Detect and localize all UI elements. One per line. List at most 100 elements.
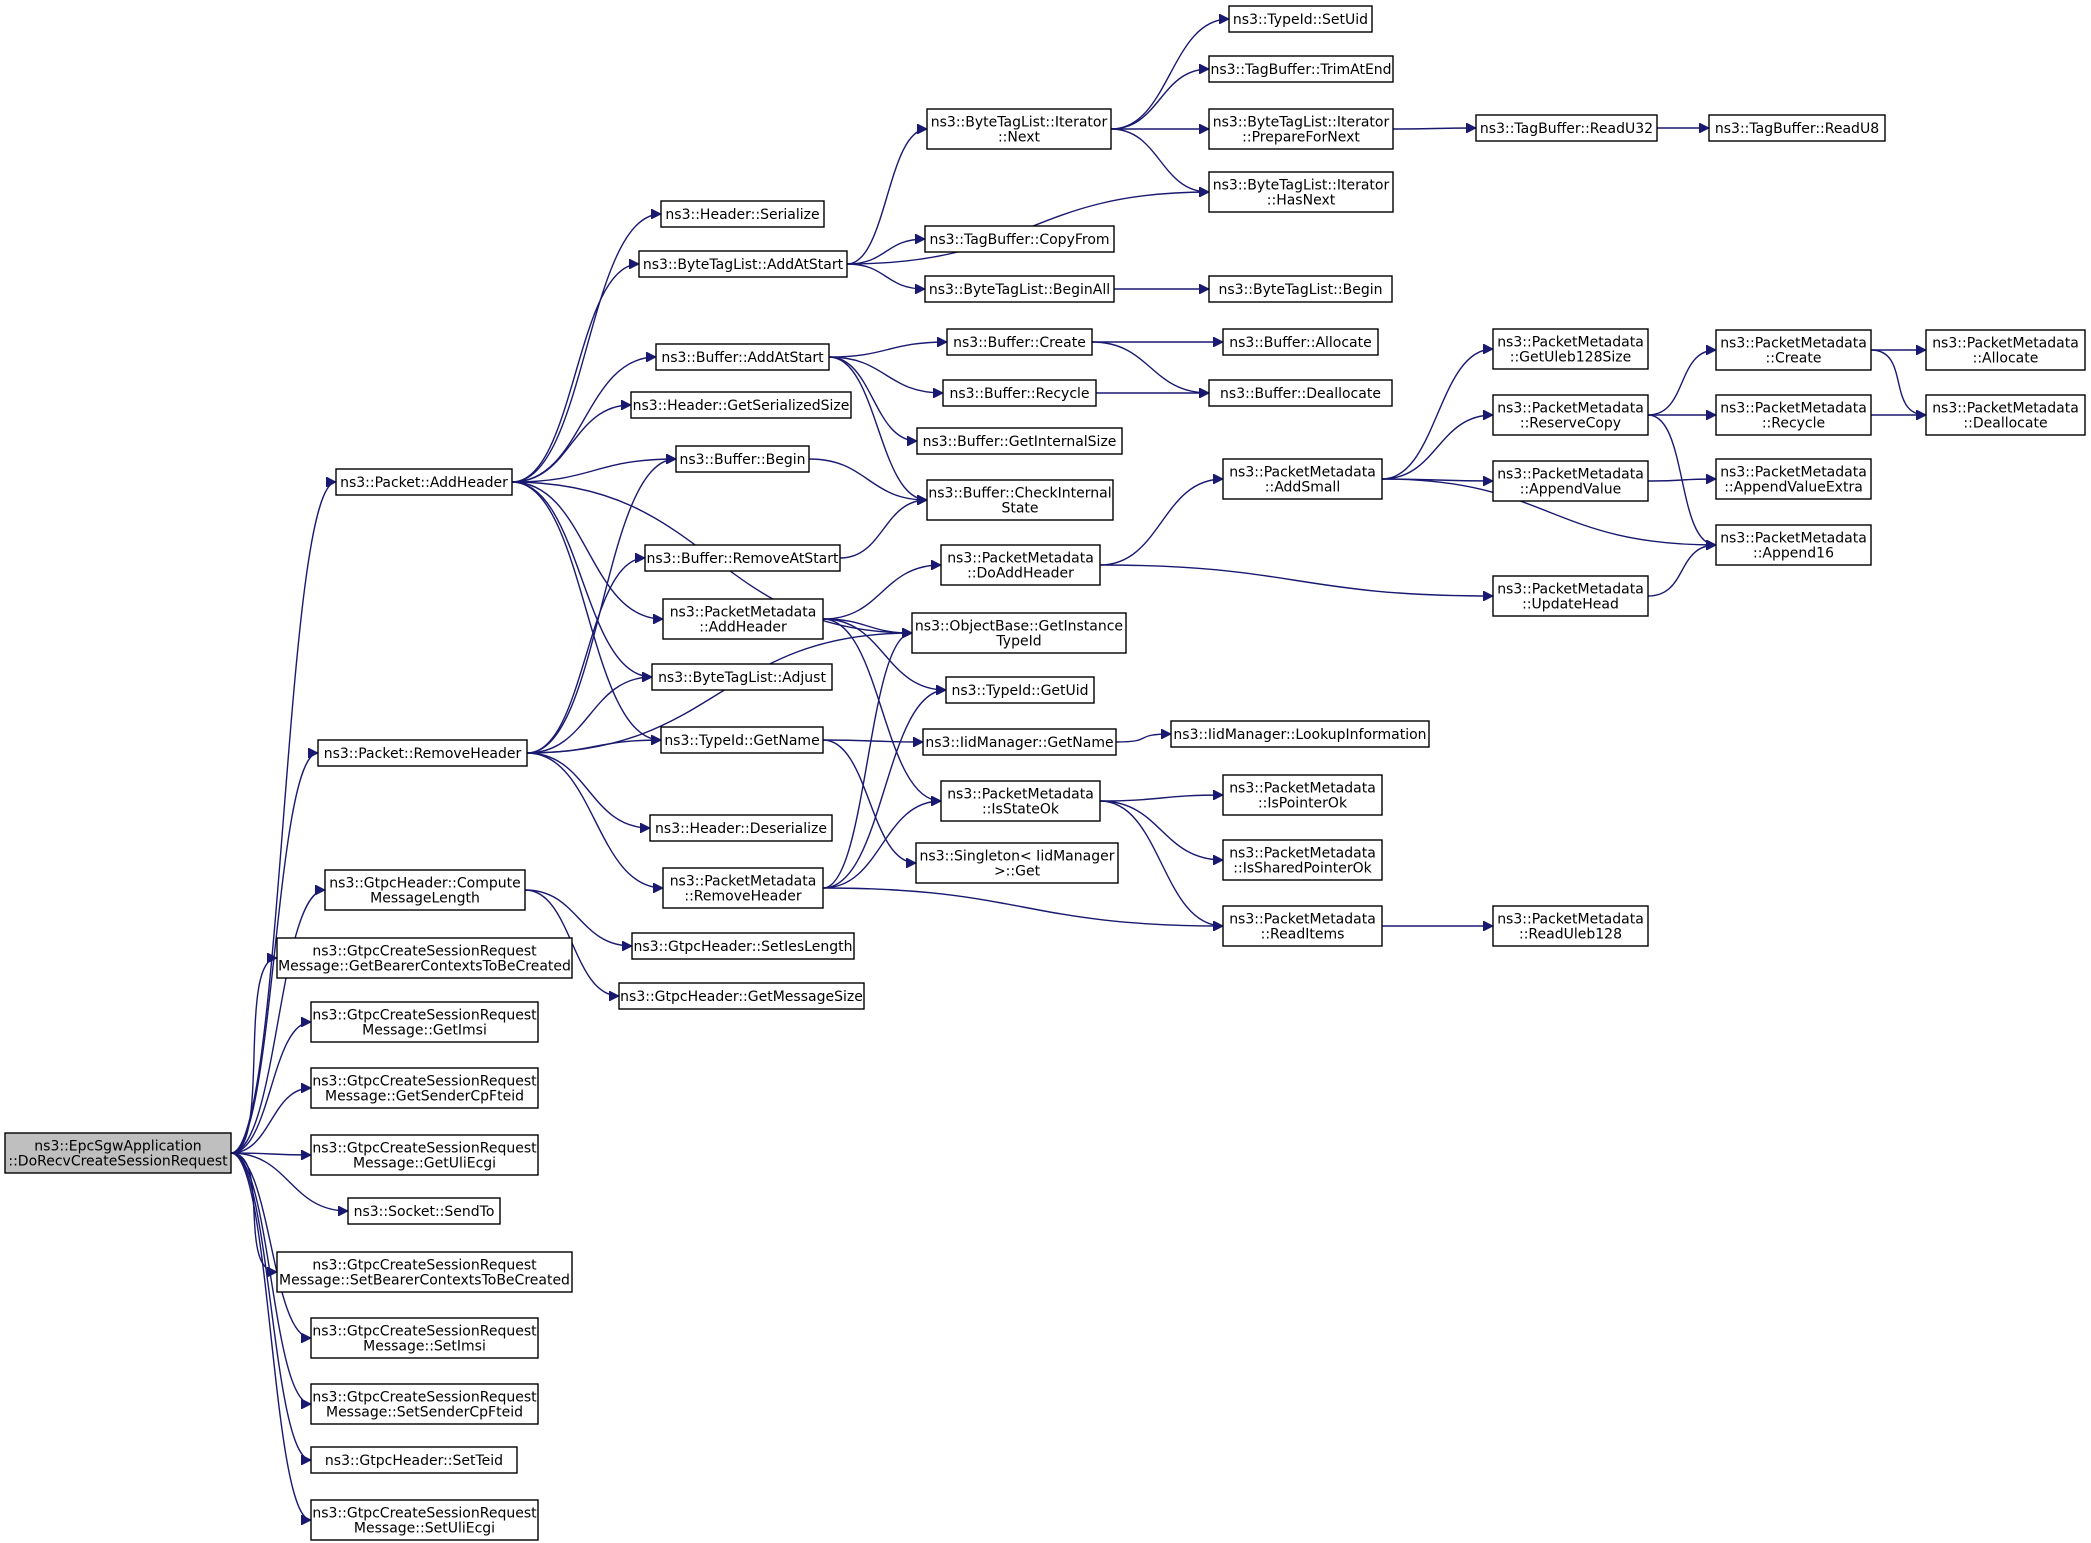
- node-buf-deallocate[interactable]: ns3::Buffer::Deallocate: [1208, 379, 1393, 407]
- node-label-line: ns3::ByteTagList::Adjust: [658, 670, 826, 686]
- node-label-line: ns3::ByteTagList::Iterator: [931, 115, 1108, 131]
- node-label-line: ns3::PacketMetadata: [1932, 401, 2079, 417]
- node-iid-lookup[interactable]: ns3::IidManager::LookupInformation: [1170, 720, 1430, 748]
- node-typeid-getuid[interactable]: ns3::TypeId::GetUid: [945, 676, 1095, 704]
- node-socket-sendto[interactable]: ns3::Socket::SendTo: [347, 1197, 501, 1225]
- node-box: [1208, 171, 1394, 213]
- node-hdr-deserialize[interactable]: ns3::Header::Deserialize: [649, 814, 833, 842]
- node-box: [915, 842, 1119, 884]
- node-hdr-getsersize[interactable]: ns3::Header::GetSerializedSize: [630, 391, 852, 419]
- node-pm-recycle[interactable]: ns3::PacketMetadata::Recycle: [1715, 394, 1872, 436]
- node-btl-beginall[interactable]: ns3::ByteTagList::BeginAll: [924, 275, 1115, 303]
- node-typeid-setuid[interactable]: ns3::TypeId::SetUid: [1228, 5, 1373, 33]
- node-get-sender[interactable]: ns3::GtpcCreateSessionRequestMessage::Ge…: [310, 1067, 539, 1109]
- node-get-bearer[interactable]: ns3::GtpcCreateSessionRequestMessage::Ge…: [276, 937, 573, 979]
- node-pm-reservecopy[interactable]: ns3::PacketMetadata::ReserveCopy: [1492, 394, 1649, 436]
- node-btl-addatstart[interactable]: ns3::ByteTagList::AddAtStart: [638, 250, 848, 278]
- node-pkt-removeheader[interactable]: ns3::Packet::RemoveHeader: [317, 739, 528, 767]
- node-box: [1208, 108, 1394, 150]
- node-iid-getname[interactable]: ns3::IidManager::GetName: [922, 728, 1117, 756]
- node-box: [324, 869, 526, 911]
- node-btli-next[interactable]: ns3::ByteTagList::Iterator::Next: [926, 108, 1112, 150]
- node-set-sender[interactable]: ns3::GtpcCreateSessionRequestMessage::Se…: [310, 1383, 539, 1425]
- node-set-imsi[interactable]: ns3::GtpcCreateSessionRequestMessage::Se…: [310, 1317, 539, 1359]
- node-box: [310, 1134, 539, 1176]
- node-pm-deallocate[interactable]: ns3::PacketMetadata::Deallocate: [1925, 394, 2086, 436]
- node-label-line: ::IsPointerOk: [1258, 796, 1348, 812]
- node-buf-getinternalsize[interactable]: ns3::Buffer::GetInternalSize: [916, 427, 1123, 455]
- node-buf-begin[interactable]: ns3::Buffer::Begin: [675, 445, 810, 473]
- node-buf-recycle[interactable]: ns3::Buffer::Recycle: [942, 379, 1097, 407]
- edge-pkt-addheader-to-btl-addatstart: [511, 264, 639, 483]
- node-btli-prepare[interactable]: ns3::ByteTagList::Iterator::PrepareForNe…: [1208, 108, 1394, 150]
- node-box: [924, 225, 1115, 253]
- node-pkt-addheader[interactable]: ns3::Packet::AddHeader: [335, 468, 513, 496]
- node-tb-readu32[interactable]: ns3::TagBuffer::ReadU32: [1475, 114, 1658, 142]
- node-label-line: ns3::PacketMetadata: [1497, 335, 1644, 351]
- edge-pkt-addheader-to-hdr-serialize: [511, 214, 661, 483]
- node-gtpc-setteid[interactable]: ns3::GtpcHeader::SetTeid: [310, 1446, 518, 1474]
- edge-buf-addatstart-to-buf-getinternalsize: [828, 356, 917, 441]
- node-label-line: ns3::ObjectBase::GetInstance: [915, 619, 1123, 635]
- node-box: [1708, 114, 1886, 142]
- edge-pkt-addheader-to-typeid-getname: [511, 481, 661, 740]
- node-label-line: ns3::GtpcHeader::SetIesLength: [634, 939, 853, 955]
- node-tb-trimatend[interactable]: ns3::TagBuffer::TrimAtEnd: [1208, 55, 1394, 83]
- edge-pkt-removeheader-to-ob-getinstancetypeid: [526, 633, 912, 754]
- node-buf-create[interactable]: ns3::Buffer::Create: [946, 328, 1093, 356]
- edge-root-to-get-sender: [230, 1088, 311, 1154]
- node-gtpc-setieslen[interactable]: ns3::GtpcHeader::SetIesLength: [631, 932, 855, 960]
- node-buf-addatstart[interactable]: ns3::Buffer::AddAtStart: [655, 343, 830, 371]
- node-pm-addsmall[interactable]: ns3::PacketMetadata::AddSmall: [1222, 458, 1383, 500]
- node-box: [1492, 394, 1649, 436]
- node-hdr-serialize[interactable]: ns3::Header::Serialize: [660, 200, 825, 228]
- node-pm-readuleb[interactable]: ns3::PacketMetadata::ReadUleb128: [1492, 905, 1649, 947]
- node-label-line: ns3::PacketMetadata: [947, 787, 1094, 803]
- edge-pm-addsmall-to-pm-reservecopy: [1381, 415, 1493, 480]
- node-pm-updatehead[interactable]: ns3::PacketMetadata::UpdateHead: [1492, 575, 1649, 617]
- node-tb-readu8[interactable]: ns3::TagBuffer::ReadU8: [1708, 114, 1886, 142]
- node-pm-addheader[interactable]: ns3::PacketMetadata::AddHeader: [662, 598, 824, 640]
- node-pm-create[interactable]: ns3::PacketMetadata::Create: [1715, 329, 1872, 371]
- node-get-imsi[interactable]: ns3::GtpcCreateSessionRequestMessage::Ge…: [310, 1001, 539, 1043]
- node-pm-appendvalueextra[interactable]: ns3::PacketMetadata::AppendValueExtra: [1715, 458, 1872, 500]
- node-typeid-getname[interactable]: ns3::TypeId::GetName: [660, 726, 824, 754]
- node-pm-doaddheader[interactable]: ns3::PacketMetadata::DoAddHeader: [940, 544, 1101, 586]
- node-label-line: ns3::PacketMetadata: [1229, 846, 1376, 862]
- node-root[interactable]: ns3::EpcSgwApplication::DoRecvCreateSess…: [4, 1132, 232, 1174]
- edge-btl-addatstart-to-btl-beginall: [846, 263, 925, 289]
- node-btl-adjust[interactable]: ns3::ByteTagList::Adjust: [651, 663, 833, 691]
- node-singleton-get[interactable]: ns3::Singleton< IidManager>::Get: [915, 842, 1119, 884]
- edge-pm-removeheader-to-pm-readitems: [822, 887, 1223, 926]
- node-box: [675, 445, 810, 473]
- edge-pm-updatehead-to-pm-append16: [1647, 545, 1716, 597]
- edge-pkt-addheader-to-btl-adjust: [511, 481, 652, 677]
- node-btli-hasnext[interactable]: ns3::ByteTagList::Iterator::HasNext: [1208, 171, 1394, 213]
- node-pm-readitems[interactable]: ns3::PacketMetadata::ReadItems: [1222, 905, 1383, 947]
- node-box: [644, 544, 841, 572]
- edge-pm-doaddheader-to-pm-updatehead: [1099, 564, 1493, 596]
- node-buf-removeatstart[interactable]: ns3::Buffer::RemoveAtStart: [644, 544, 841, 572]
- node-btl-begin[interactable]: ns3::ByteTagList::Begin: [1208, 275, 1393, 303]
- node-pm-issharedpointerok[interactable]: ns3::PacketMetadata::IsSharedPointerOk: [1222, 839, 1383, 881]
- node-pm-isstateok[interactable]: ns3::PacketMetadata::IsStateOk: [940, 780, 1101, 822]
- node-get-uli[interactable]: ns3::GtpcCreateSessionRequestMessage::Ge…: [310, 1134, 539, 1176]
- node-pm-removeheader[interactable]: ns3::PacketMetadata::RemoveHeader: [662, 867, 824, 909]
- node-box: [651, 663, 833, 691]
- node-label-line: ::Deallocate: [1963, 416, 2047, 432]
- node-set-uli[interactable]: ns3::GtpcCreateSessionRequestMessage::Se…: [310, 1499, 539, 1541]
- node-buf-allocate[interactable]: ns3::Buffer::Allocate: [1222, 328, 1379, 356]
- node-set-bearer[interactable]: ns3::GtpcCreateSessionRequestMessage::Se…: [276, 1251, 573, 1293]
- node-tb-copyfrom[interactable]: ns3::TagBuffer::CopyFrom: [924, 225, 1115, 253]
- node-label-line: ::PrepareForNext: [1242, 130, 1360, 146]
- edge-pm-doaddheader-to-pm-addsmall: [1099, 479, 1223, 566]
- node-pm-append16[interactable]: ns3::PacketMetadata::Append16: [1715, 524, 1872, 566]
- node-pm-ispointerok[interactable]: ns3::PacketMetadata::IsPointerOk: [1222, 774, 1383, 816]
- node-pm-allocate[interactable]: ns3::PacketMetadata::Allocate: [1925, 329, 2086, 371]
- node-pm-appendvalue[interactable]: ns3::PacketMetadata::AppendValue: [1492, 460, 1649, 502]
- node-gtpc-getmsgsize[interactable]: ns3::GtpcHeader::GetMessageSize: [618, 982, 865, 1010]
- node-pm-getuleb[interactable]: ns3::PacketMetadata::GetUleb128Size: [1492, 328, 1649, 370]
